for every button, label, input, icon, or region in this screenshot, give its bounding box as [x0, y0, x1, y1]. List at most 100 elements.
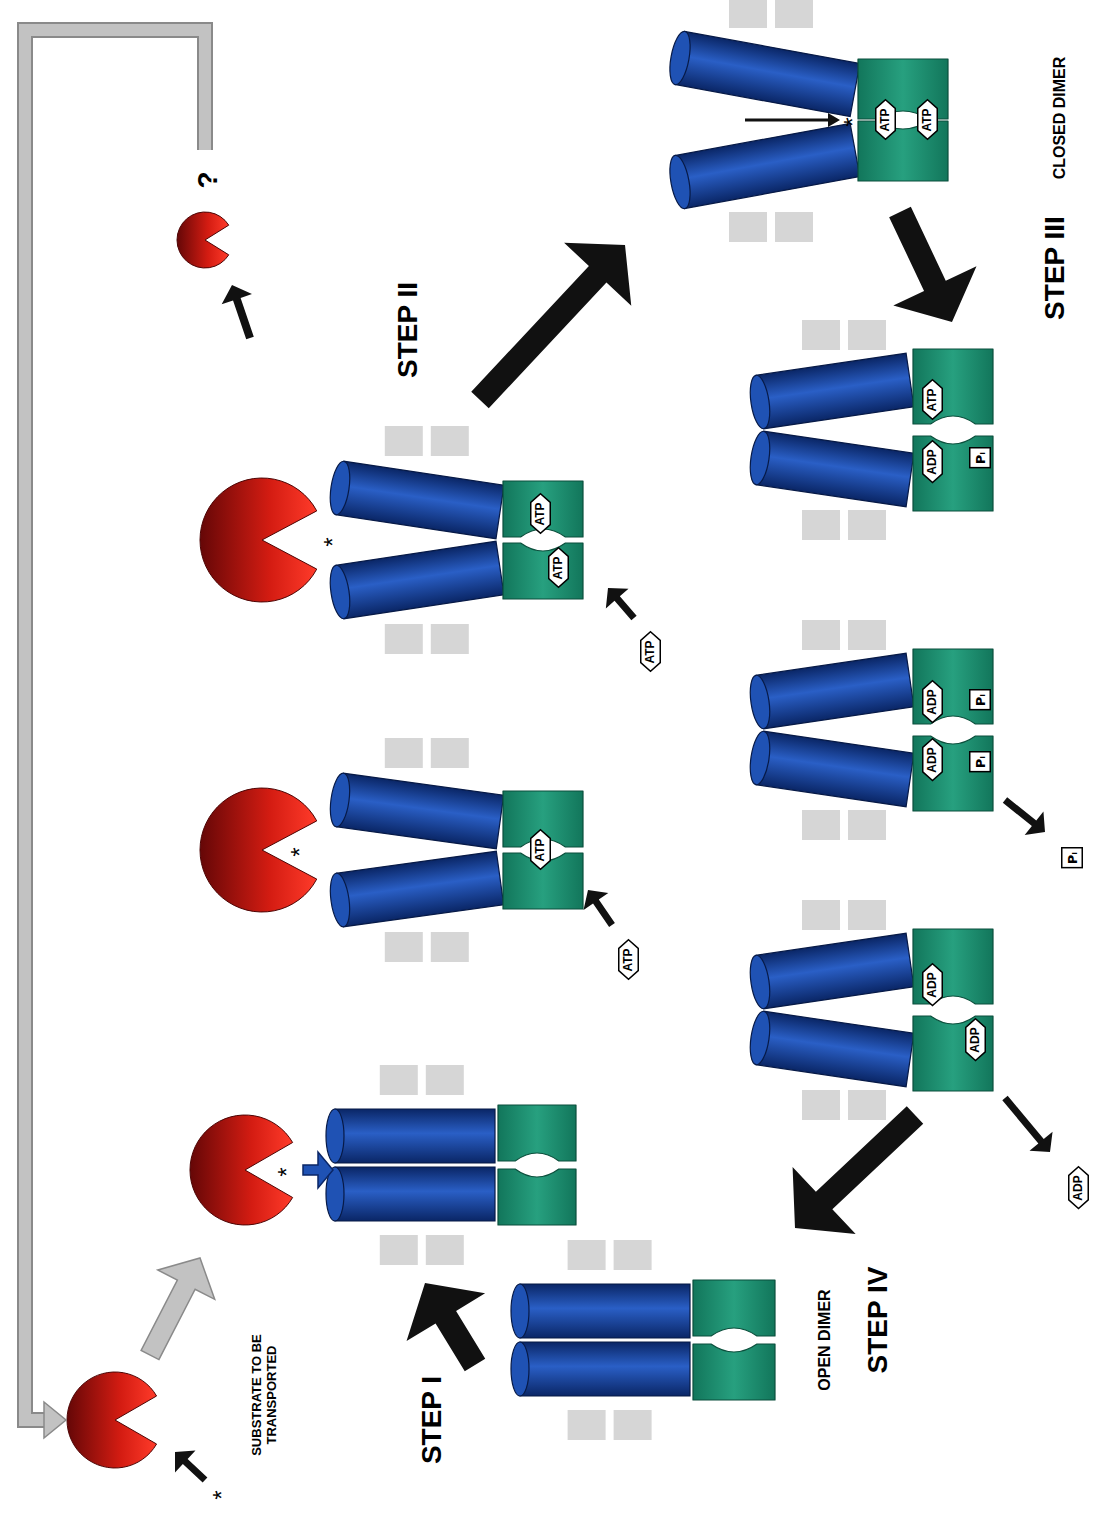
helix-cylinder: [747, 933, 914, 1010]
abc-transporter: [747, 900, 993, 1120]
nucleotide-text: ATP: [534, 838, 546, 861]
step-label: STEP IV: [862, 1267, 894, 1374]
helix-cylinder: [511, 1284, 690, 1338]
cylinder-body: [756, 1011, 914, 1086]
nucleotide-binding-domain: [498, 1105, 576, 1161]
cylinder-cap: [747, 1010, 773, 1066]
helix-cylinder: [747, 353, 914, 430]
substrate-path-arrow: [745, 113, 840, 127]
nucleotide-hexagon: ATP: [530, 493, 551, 534]
helix-cylinder: [747, 653, 914, 730]
substrate-asterisk: *: [839, 117, 867, 126]
cylinder-body: [756, 353, 914, 428]
membrane-block: [431, 932, 469, 962]
nucleotide-binding-domain: [503, 481, 583, 537]
membrane-block: [385, 738, 423, 768]
box-outline: [1062, 848, 1083, 868]
step-label: STEP III: [1039, 216, 1071, 320]
phosphate-box: Pᵢ: [1061, 847, 1083, 868]
nucleotide-binding-domain: [913, 736, 993, 811]
membrane-block: [426, 1235, 464, 1265]
state-label: OPEN DIMER: [816, 1289, 834, 1390]
helix-cylinder: [327, 772, 503, 849]
cylinder-cap: [747, 374, 773, 430]
cylinder-body: [336, 773, 503, 848]
binding-arrow: [606, 588, 637, 620]
hexagon-outline: [922, 964, 942, 1006]
hexagon-outline: [965, 1019, 985, 1061]
membrane-block: [802, 900, 840, 930]
nucleotide-hexagon: ATP: [640, 631, 661, 672]
membrane-block: [614, 1410, 652, 1440]
box-outline: [970, 448, 991, 468]
abc-transporter: [326, 1065, 576, 1265]
cylinder-cap: [666, 154, 693, 210]
hexagon-outline: [875, 100, 895, 140]
nucleotide-hexagon: ADP: [922, 440, 943, 483]
hexagon-outline: [548, 548, 568, 588]
nucleotide-binding-domain: [503, 543, 583, 599]
helix-cylinder: [666, 123, 860, 210]
cylinder-cap: [511, 1342, 529, 1396]
membrane-block: [380, 1065, 418, 1095]
cylinder-cap: [511, 1284, 529, 1338]
cylinder-cap: [326, 1109, 344, 1163]
nucleotide-binding-domain: [913, 649, 993, 724]
substrate-asterisk: *: [208, 1490, 236, 1499]
phosphate-box: Pᵢ: [969, 447, 991, 468]
nucleotide-text: ADP: [1072, 1175, 1084, 1200]
nucleotide-text: ATP: [622, 948, 634, 971]
nucleotide-text: ADP: [926, 972, 938, 997]
membrane-block: [848, 810, 886, 840]
hexagon-outline: [922, 681, 942, 723]
hexagon-outline: [640, 632, 660, 672]
nucleotide-text: Pᵢ: [974, 694, 987, 706]
membrane-block: [380, 1235, 418, 1265]
membrane-block: [802, 320, 840, 350]
membrane-block: [802, 1090, 840, 1120]
cylinder-body: [756, 731, 914, 806]
helix-cylinder: [511, 1342, 690, 1396]
membrane-block: [614, 1240, 652, 1270]
nucleotide-text: ADP: [926, 449, 938, 474]
nucleotide-hexagon: ATP: [530, 829, 551, 870]
return-arrow: [25, 30, 205, 1420]
step-arrow: [407, 1283, 486, 1371]
release-arrow: [1002, 1096, 1052, 1152]
nucleotide-binding-domain: [913, 1016, 993, 1091]
return-arrow-head: [44, 1402, 66, 1438]
membrane-block: [775, 0, 813, 28]
binding-protein: [67, 1372, 157, 1468]
cylinder-body: [675, 31, 860, 116]
cylinder-body: [756, 653, 914, 728]
membrane-block: [848, 320, 886, 350]
nucleotide-hexagon: ADP: [922, 738, 943, 781]
membrane-block: [802, 620, 840, 650]
binding-protein: [200, 478, 317, 602]
box-outline: [970, 690, 991, 710]
nucleotide-hexagon: ATP: [618, 939, 639, 980]
membrane-block: [385, 426, 423, 456]
nucleotide-binding-domain: [498, 1169, 576, 1225]
cylinder-body: [520, 1284, 690, 1338]
nucleotide-text: ADP: [969, 1027, 981, 1052]
cylinder-body: [756, 431, 914, 506]
release-arrow: [1003, 797, 1045, 835]
membrane-block: [568, 1410, 606, 1440]
cylinder-cap: [747, 954, 773, 1010]
hexagon-outline: [922, 380, 942, 420]
hexagon-outline: [917, 100, 937, 140]
cylinder-cap: [327, 460, 353, 516]
helix-cylinder: [326, 1167, 495, 1221]
phosphate-box: Pᵢ: [969, 751, 991, 772]
nucleotide-text: ATP: [644, 640, 656, 663]
cylinder-cap: [666, 30, 693, 86]
hexagon-outline: [922, 441, 942, 483]
helix-cylinder: [666, 30, 860, 117]
helix-cylinder: [747, 730, 914, 807]
cylinder-body: [675, 123, 860, 208]
nucleotide-text: ADP: [926, 689, 938, 714]
abc-transporter: [747, 620, 993, 840]
